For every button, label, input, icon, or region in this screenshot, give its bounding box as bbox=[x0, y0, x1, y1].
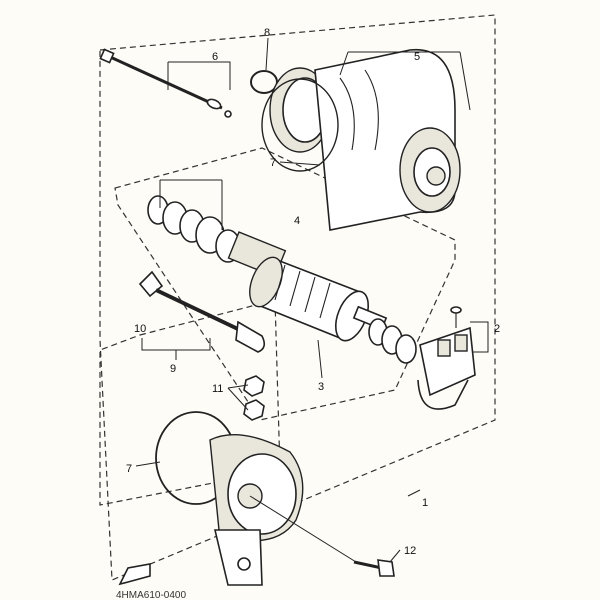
armature-group-box bbox=[114, 147, 456, 421]
leader-lines bbox=[135, 37, 489, 563]
front-housing bbox=[269, 48, 461, 231]
rear-cover bbox=[209, 434, 304, 586]
brush-holder bbox=[417, 306, 476, 410]
callout-1: 1 bbox=[422, 497, 428, 509]
rear-washer-stack bbox=[368, 318, 417, 364]
brush-lead bbox=[138, 270, 266, 353]
callout-2: 2 bbox=[494, 323, 500, 335]
callout-9: 9 bbox=[170, 363, 176, 375]
callout-12: 12 bbox=[404, 545, 416, 557]
brush-group-box bbox=[99, 299, 281, 506]
callout-8: 8 bbox=[264, 27, 270, 39]
callout-10: 10 bbox=[134, 323, 146, 335]
washer-stack bbox=[147, 195, 241, 263]
callout-3: 3 bbox=[318, 381, 324, 393]
o-ring-housing bbox=[261, 78, 339, 172]
callout-4: 4 bbox=[294, 215, 300, 227]
callout-6: 6 bbox=[212, 51, 218, 63]
drawing-code: 4HMA610-0400 bbox=[116, 590, 186, 600]
callout-11: 11 bbox=[212, 383, 223, 395]
mounting-bolt bbox=[353, 559, 395, 577]
assembly-boundary bbox=[99, 14, 496, 581]
through-bolt bbox=[99, 48, 232, 118]
armature bbox=[227, 231, 388, 342]
front-arrow-icon bbox=[118, 563, 151, 586]
callout-7-top: 7 bbox=[270, 157, 276, 169]
callout-7-lower: 7 bbox=[126, 463, 132, 475]
nuts bbox=[243, 375, 265, 421]
callout-5: 5 bbox=[414, 51, 420, 63]
